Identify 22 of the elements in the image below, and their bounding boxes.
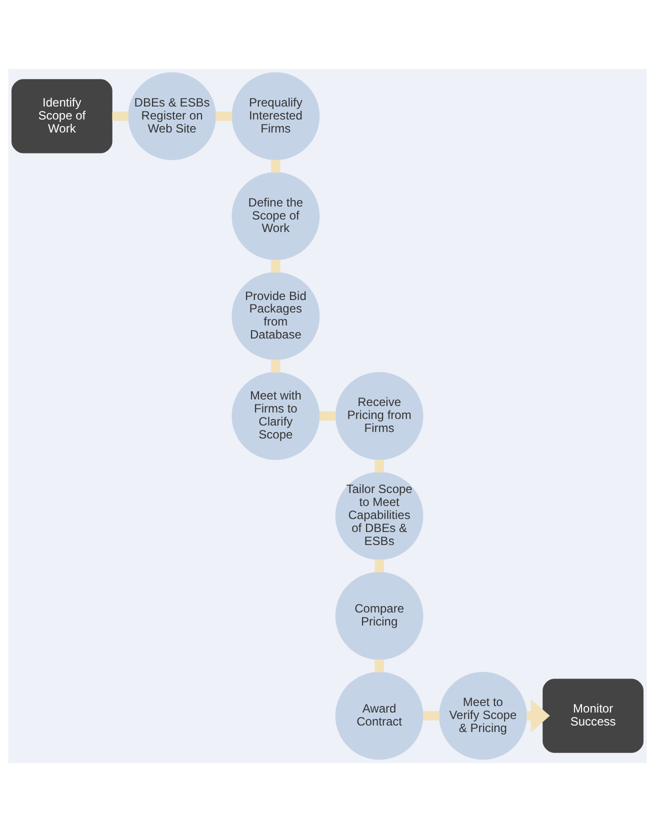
connector bbox=[271, 160, 280, 173]
node-circle: Define the Scope of Work bbox=[232, 172, 320, 260]
connector bbox=[319, 411, 336, 421]
connector bbox=[374, 660, 384, 672]
connector bbox=[374, 460, 384, 472]
node-circle: Meet with Firms to Clarify Scope bbox=[232, 372, 320, 460]
connector bbox=[374, 560, 384, 572]
node-circle: Provide Bid Packages from Database bbox=[232, 272, 320, 360]
node-circle: DBEs & ESBs Register on Web Site bbox=[128, 72, 216, 160]
node-box: Monitor Success bbox=[542, 678, 644, 753]
connector bbox=[423, 711, 440, 720]
connector bbox=[112, 112, 128, 121]
node-circle: Compare Pricing bbox=[335, 572, 424, 660]
node-circle: Prequalify Interested Firms bbox=[232, 72, 320, 160]
node-circle: Award Contract bbox=[335, 672, 424, 760]
node-circle: Tailor Scope to Meet Capabilities of DBEs & ESBs bbox=[335, 472, 424, 560]
node-box: Identify Scope of Work bbox=[12, 79, 112, 154]
node-circle: Meet to Verify Scope & Pricing bbox=[439, 672, 527, 760]
connector bbox=[216, 112, 232, 121]
connector bbox=[271, 260, 280, 273]
node-circle: Receive Pricing from Firms bbox=[335, 372, 424, 460]
connector bbox=[271, 360, 280, 372]
